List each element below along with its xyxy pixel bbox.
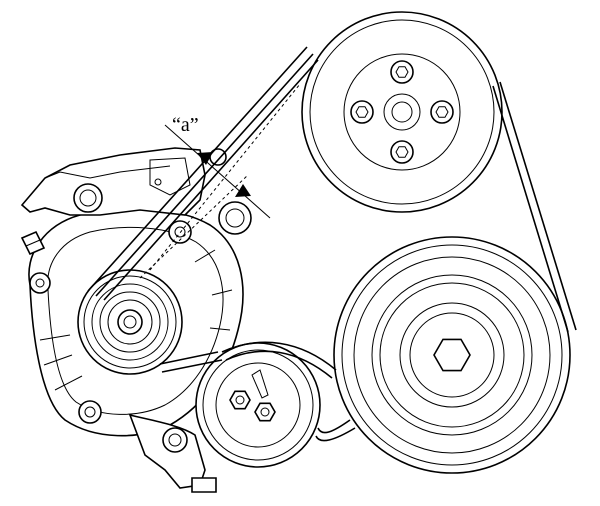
- pulley-bolt-right: [430, 100, 454, 124]
- upper-pulley: [301, 11, 503, 213]
- idler-bolt-1: [229, 390, 251, 410]
- idler-bolt-2: [254, 402, 276, 422]
- tensioner-boss: [209, 148, 252, 235]
- alternator-pulley: [77, 269, 183, 375]
- crankshaft-hex-bolt-icon: [433, 338, 471, 372]
- pulley-bolt-top: [390, 60, 414, 84]
- idler-pulley: [195, 342, 321, 468]
- pulley-bolt-bottom: [390, 140, 414, 164]
- pulley-bolt-left: [350, 100, 374, 124]
- mounting-bracket: [20, 147, 206, 216]
- arrow-head-lower-icon: [235, 184, 251, 197]
- bracket-bolt: [73, 183, 103, 213]
- crankshaft-pulley: [333, 236, 571, 474]
- measurement-indicator: “a”: [164, 114, 271, 219]
- lower-housing: [128, 413, 217, 493]
- alternator-bolt-left: [29, 272, 51, 294]
- drive-belt: [87, 46, 577, 442]
- alternator-bolt-bottom: [78, 400, 102, 424]
- arrow-head-upper-icon: [197, 152, 213, 165]
- measurement-label: “a”: [172, 114, 199, 136]
